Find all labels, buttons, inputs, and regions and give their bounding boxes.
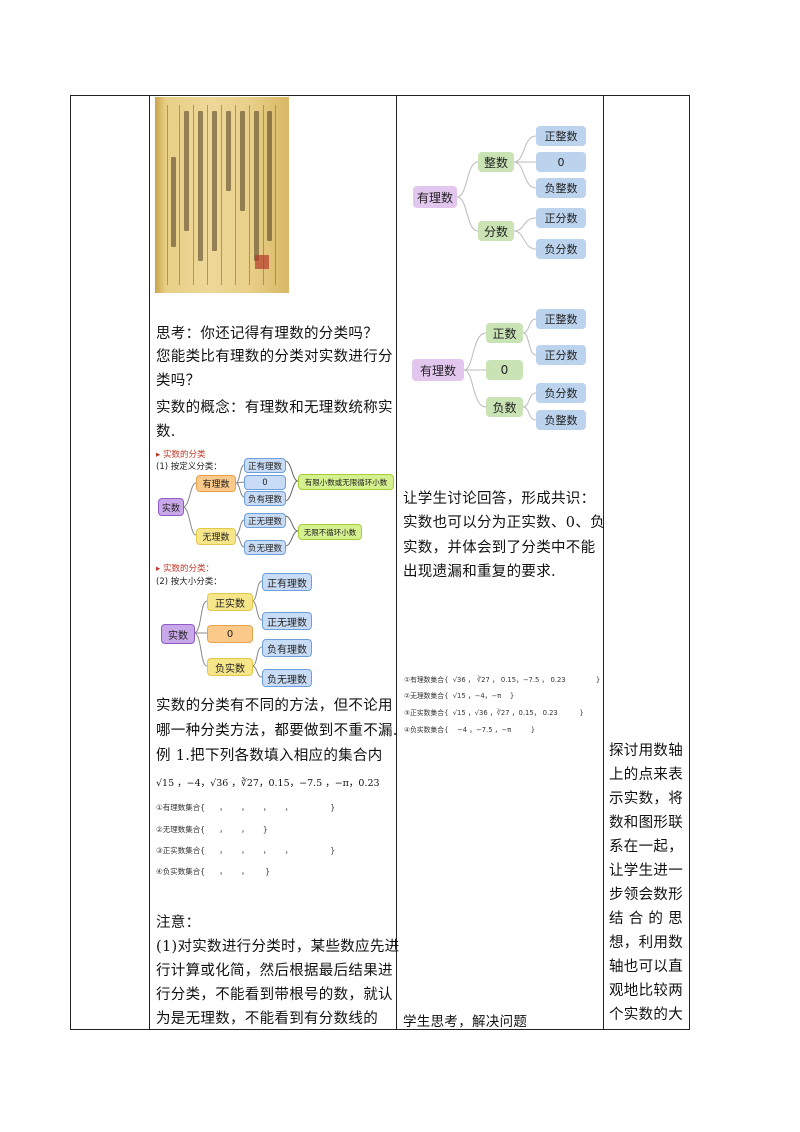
example-set-rational: ①有理数集合{ ， ， ， ， } [156,803,336,812]
table-col-divider-2 [396,95,397,1030]
concept-line-1: 实数的概念：有理数和无理数统称实 [156,400,393,416]
ancient-book-image [155,97,289,293]
note-line-1: (1)对实数进行分类时，某些数应先进 [156,939,400,955]
tree2-pos-frac: 正分数 [536,345,586,365]
diagram1-note-infinite: 无限不循环小数 [298,524,362,540]
method-line-1: 实数的分类有不同的方法，但不论用 [156,698,393,714]
col4-line-5: 系在一起， [609,839,683,855]
diagram1-irrational: 无理数 [196,528,236,545]
discussion-line-3: 实数，并体会到了分类中不能 [403,540,596,556]
diagram1-pos-rational: 正有理数 [244,458,286,473]
think-question-2b: 类吗？ [156,373,201,389]
example-set-irrational: ②无理数集合{ ， ， } [156,825,268,834]
tree1-root-rational: 有理数 [413,186,457,208]
diagram2-pos-irrational: 正无理数 [262,612,312,630]
diagram2-negative: 负实数 [207,658,253,676]
table-border-left [70,95,71,1030]
tree1-zero: 0 [536,152,586,172]
example-numbers: √15 ，−4，√36 ，∛27，0.15，−7.5 ，−π，0.23 [156,778,380,789]
diagram2-connectors [193,580,263,678]
col4-line-7: 步领会数形 [609,887,683,903]
concept-line-2: 数. [156,424,176,440]
col4-line-8: 结 合 的 思 [609,911,683,927]
answer-set-rational: ①有理数集合{ √36 ， ∛27 ， 0.15，−7.5 ， 0.23 } [404,676,601,684]
col4-line-12: 个实数的大 [609,1007,683,1023]
note-title: 注意： [156,915,201,931]
col4-line-9: 想，利用数 [609,935,683,951]
tree2-negative: 负数 [486,397,523,417]
answer-set-irrational: ②无理数集合{ √15 ，−4，−π } [404,692,515,700]
col4-line-1: 探讨用数轴 [609,743,683,759]
table-border-bottom [70,1029,690,1030]
note-line-3: 行分类，不能看到带根号的数，就认 [156,987,393,1003]
tree1-fraction: 分数 [478,221,514,241]
student-think-text: 学生思考，解决问题 [403,1014,528,1030]
example-set-positive: ③正实数集合{ ， ， ， ， } [156,846,336,855]
tree2-zero: 0 [486,360,523,380]
tree2-root-rational: 有理数 [412,359,464,381]
diagram2-neg-rational: 负有理数 [262,639,312,657]
example-1-title: 例 1.把下列各数填入相应的集合内 [156,748,383,764]
diagram1-rational: 有理数 [196,475,236,492]
discussion-line-4: 出现遗漏和重复的要求. [403,564,556,580]
tree2-connectors [463,318,537,421]
tree1-integer: 整数 [478,152,514,172]
answer-set-positive: ③正实数集合{ √15 ，√36 ，∛27 ，0.15， 0.23 } [404,709,584,717]
diagram2-header2: (2) 按大小分类： [156,577,222,587]
diagram1-header2: (1) 按定义分类： [156,462,222,472]
think-question-1: 思考：你还记得有理数的分类吗？ [156,326,378,342]
tree1-neg-frac: 负分数 [536,239,586,259]
diagram1-neg-irrational: 负无理数 [244,540,286,555]
answer-set-negative: ④负实数集合{ −4 ，−7.5 ，−π } [404,726,536,734]
discussion-line-1: 让学生讨论回答，形成共识： [403,491,596,507]
diagram2-positive: 正实数 [207,593,253,611]
discussion-line-2: 实数也可以分为正实数、0、负 [403,515,605,531]
tree1-connectors [456,135,537,250]
method-line-2: 哪一种分类方法，都要做到不重不漏. [156,723,398,739]
tree2-neg-frac: 负分数 [536,383,586,403]
diagram1-pos-irrational: 正无理数 [244,513,286,528]
col4-line-11: 观地比较两 [609,983,683,999]
diagram1-root-real: 实数 [158,498,184,516]
table-border-top [70,95,690,96]
diagram1-connectors [182,482,197,536]
example-set-negative: ④负实数集合{ ， ， } [156,867,271,876]
tree2-neg-int: 负整数 [536,410,586,430]
diagram1-zero: 0 [244,475,286,490]
tree1-neg-int: 负整数 [536,178,586,198]
table-col-divider-1 [149,95,150,1030]
table-border-right [689,95,690,1030]
diagram2-neg-irrational: 负无理数 [262,669,312,687]
tree1-pos-int: 正整数 [536,126,586,146]
col4-line-10: 轴也可以直 [609,959,683,975]
diagram1-note-finite: 有限小数或无限循环小数 [298,474,394,490]
col4-line-2: 上的点来表 [609,767,683,783]
tree2-positive: 正数 [486,323,523,343]
diagram1-header1: ▸ 实数的分类 [156,450,206,460]
note-line-4: 为是无理数，不能看到有分数线的 [156,1011,378,1027]
think-question-2a: 您能类比有理数的分类对实数进行分 [156,349,393,365]
diagram2-zero: 0 [207,625,253,643]
diagram2-pos-rational: 正有理数 [262,573,312,591]
col4-line-4: 数和图形联 [609,815,683,831]
diagram2-root-real: 实数 [161,624,195,644]
col4-line-3: 示实数，将 [609,791,683,807]
tree1-pos-frac: 正分数 [536,208,586,228]
table-col-divider-3 [603,95,604,1030]
tree2-pos-int: 正整数 [536,309,586,329]
col4-line-6: 让学生进一 [609,863,683,879]
diagram1-neg-rational: 负有理数 [244,491,286,506]
diagram2-header1: ▸ 实数的分类： [156,564,214,574]
note-line-2: 行计算或化简，然后根据最后结果进 [156,963,393,979]
